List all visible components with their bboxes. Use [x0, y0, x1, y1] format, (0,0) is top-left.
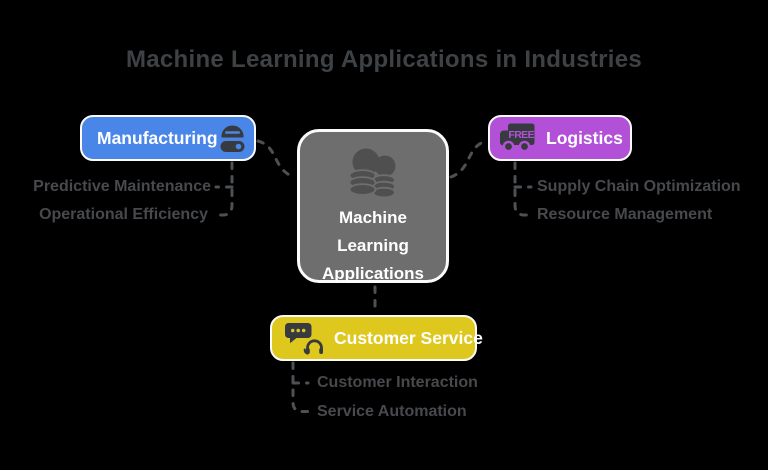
coins-data-icon [345, 147, 401, 199]
free-delivery-truck-icon: FREE [499, 122, 536, 154]
node-logistics: FREE Logistics [488, 115, 632, 161]
connector-manufacturing-center [256, 139, 296, 179]
connector-customer-service-items [291, 361, 313, 413]
customer-service-label: Customer Service [334, 327, 483, 348]
connector-center-logistics [449, 139, 488, 179]
label-service-automation: Service Automation [317, 403, 467, 420]
connector-logistics-items [513, 161, 534, 217]
center-node-label-line2: Learning [337, 236, 409, 255]
center-node-label-line3: Applications [321, 264, 424, 283]
chat-headset-icon [284, 322, 323, 355]
robot-icon [218, 123, 247, 154]
label-resource-management: Resource Management [537, 206, 713, 223]
truck-free-text: FREE [508, 129, 534, 141]
connector-manufacturing-items [213, 161, 234, 217]
center-node-machine-learning-applications: Machine Learning Applications [297, 129, 449, 283]
node-customer-service: Customer Service [270, 315, 483, 361]
label-predictive-maintenance: Predictive Maintenance [33, 178, 211, 195]
label-customer-interaction: Customer Interaction [317, 374, 478, 391]
manufacturing-label: Manufacturing [97, 127, 218, 148]
center-node-label: Machine Learning Applications [322, 204, 424, 288]
page-title: Machine Learning Applications in Industr… [125, 46, 643, 73]
center-node-label-line1: Machine [338, 208, 407, 227]
label-operational-efficiency: Operational Efficiency [39, 206, 208, 223]
logistics-label: Logistics [546, 127, 623, 148]
node-manufacturing: Manufacturing [80, 115, 256, 161]
label-supply-chain-optimization: Supply Chain Optimization [537, 178, 741, 195]
connectors [213, 139, 534, 413]
